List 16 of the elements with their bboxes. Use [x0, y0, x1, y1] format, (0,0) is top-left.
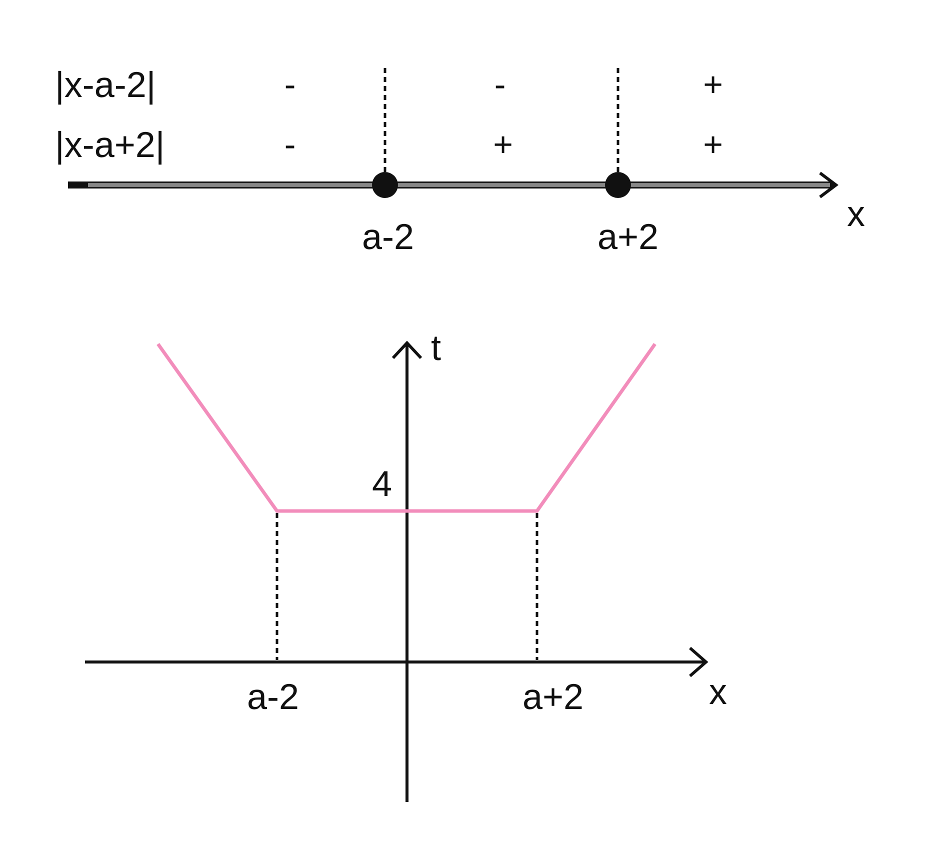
sign-label: +	[703, 128, 723, 162]
tick-label: a+2	[522, 679, 584, 715]
row-header: |x-a-2|	[55, 67, 156, 103]
sign-label: -	[494, 68, 506, 102]
sign-label: -	[284, 128, 296, 162]
sign-label: -	[284, 68, 296, 102]
tick-label: a-2	[246, 679, 300, 715]
axis-label: t	[431, 330, 441, 366]
axis-label: x	[709, 674, 727, 710]
tick-label: 4	[372, 466, 392, 502]
row-header: |x-a+2|	[55, 127, 165, 163]
point-label: a+2	[597, 219, 659, 255]
axis-label: x	[847, 196, 865, 232]
sign-label: +	[703, 68, 723, 102]
sign-label: +	[493, 128, 513, 162]
point-label: a-2	[362, 219, 414, 255]
